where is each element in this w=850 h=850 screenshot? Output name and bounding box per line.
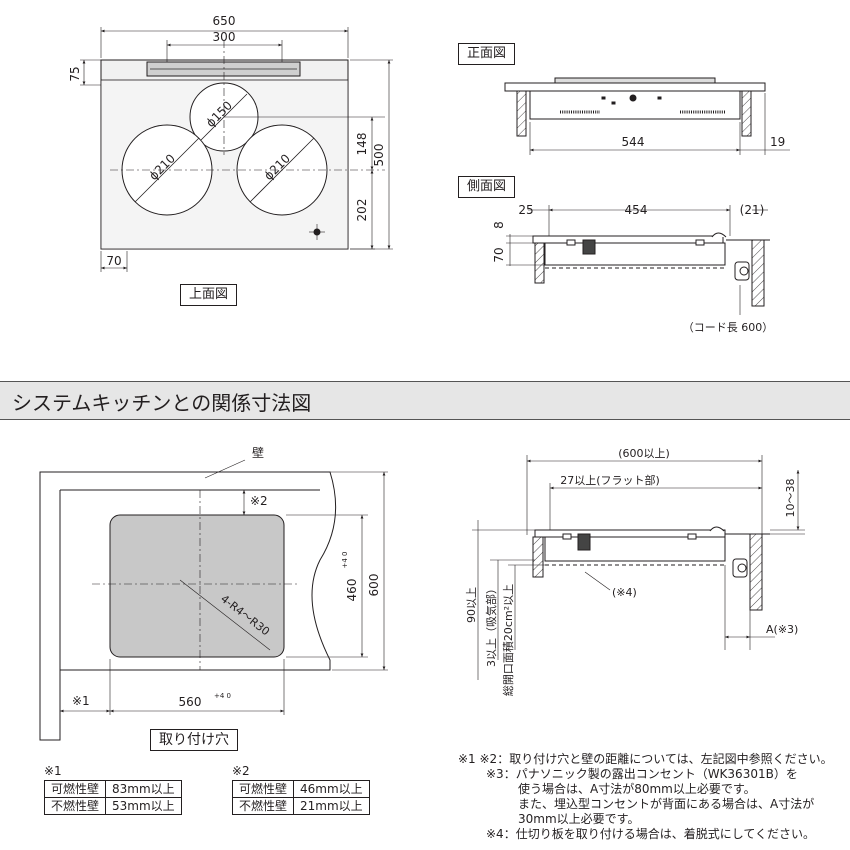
- note4-mark: (※4): [612, 586, 637, 599]
- dim-side-70: 70: [492, 247, 506, 262]
- side-view: [506, 205, 770, 315]
- note-line: 30mm以上必要です。: [518, 812, 640, 826]
- note2-mark: ※2: [250, 494, 268, 508]
- table-cell: 不燃性壁: [231, 797, 295, 815]
- dim-90-min: 90以上: [465, 587, 478, 623]
- cord-length: （コード長 600）: [683, 321, 774, 334]
- dim-202: 202: [355, 199, 369, 222]
- wall-label: 壁: [252, 445, 264, 460]
- dim-25: 25: [518, 203, 533, 217]
- note1-mark: ※1: [72, 694, 90, 708]
- install-labels: (600以上) 27以上(フラット部) 10～38 90以上 3以上（吸気部） …: [465, 447, 798, 696]
- dim-10-38: 10～38: [784, 479, 797, 518]
- cutout-label: 取り付け穴: [150, 729, 238, 751]
- top-view: [80, 27, 393, 272]
- dim-27-min: 27以上(フラット部): [560, 473, 660, 487]
- dim-300: 300: [213, 30, 236, 44]
- table1-title: ※1: [44, 764, 62, 778]
- note-line: ※1 ※2：取り付け穴と壁の距離については、左記図中参照ください。: [458, 752, 833, 766]
- dim-21: (21): [740, 203, 765, 217]
- table-cell: 46mm以上: [293, 780, 370, 798]
- note-line: ※3：パナソニック製の露出コンセント（WK36301B）を: [486, 767, 798, 781]
- table-cell: 不燃性壁: [43, 797, 107, 815]
- table-cell: 21mm以上: [293, 797, 370, 815]
- dim-454: 454: [625, 203, 648, 217]
- front-view: [504, 77, 790, 155]
- dim-600: 600: [367, 574, 381, 597]
- note-line: また、埋込型コンセントが背面にある場合は、A寸法が: [518, 797, 815, 811]
- opening-area: 総開口面積20cm²以上: [501, 584, 515, 696]
- table-cell: 可燃性壁: [43, 780, 107, 798]
- front-view-label: 正面図: [458, 43, 516, 65]
- section-title: システムキッチンとの関係寸法図: [12, 391, 312, 415]
- table-cell: 83mm以上: [105, 780, 182, 798]
- note-line: ※4：仕切り板を取り付ける場合は、着脱式にしてください。: [486, 827, 815, 841]
- dim-460-tolerance: +4 0: [341, 552, 349, 569]
- notes: ※1 ※2：取り付け穴と壁の距離については、左記図中参照ください。 ※3：パナソ…: [458, 752, 850, 842]
- front-view-labels: 544 19: [622, 135, 786, 149]
- dim-3-min: 3以上（吸気部）: [484, 583, 498, 667]
- dim-148: 148: [355, 133, 369, 156]
- dim-460: 460: [345, 579, 359, 602]
- dim-600-min: (600以上): [618, 447, 670, 460]
- section-banner: システムキッチンとの関係寸法図: [0, 381, 850, 420]
- table-cell: 53mm以上: [105, 797, 182, 815]
- install-view: [472, 455, 805, 680]
- table-cell: 可燃性壁: [231, 780, 295, 798]
- dim-650: 650: [213, 14, 236, 28]
- dim-8: 8: [492, 221, 506, 229]
- dim-560-tolerance: +4 0: [214, 692, 231, 700]
- top-view-label: 上面図: [180, 284, 238, 306]
- dim-500: 500: [372, 144, 386, 167]
- table2-title: ※2: [232, 764, 250, 778]
- dim-19: 19: [770, 135, 785, 149]
- note-line: 使う場合は、A寸法が80mm以上必要です。: [518, 782, 756, 796]
- dim-70: 70: [106, 254, 121, 268]
- dim-544: 544: [622, 135, 645, 149]
- side-view-labels: 25 454 (21) 8 70 （コード長 600）: [492, 203, 773, 334]
- dim-75: 75: [68, 66, 82, 81]
- dim-a: A(※3): [766, 623, 798, 636]
- dim-560: 560: [179, 695, 202, 709]
- cutout-hole: [109, 514, 285, 658]
- cutout-view: [39, 459, 388, 741]
- side-view-label: 側面図: [458, 176, 516, 198]
